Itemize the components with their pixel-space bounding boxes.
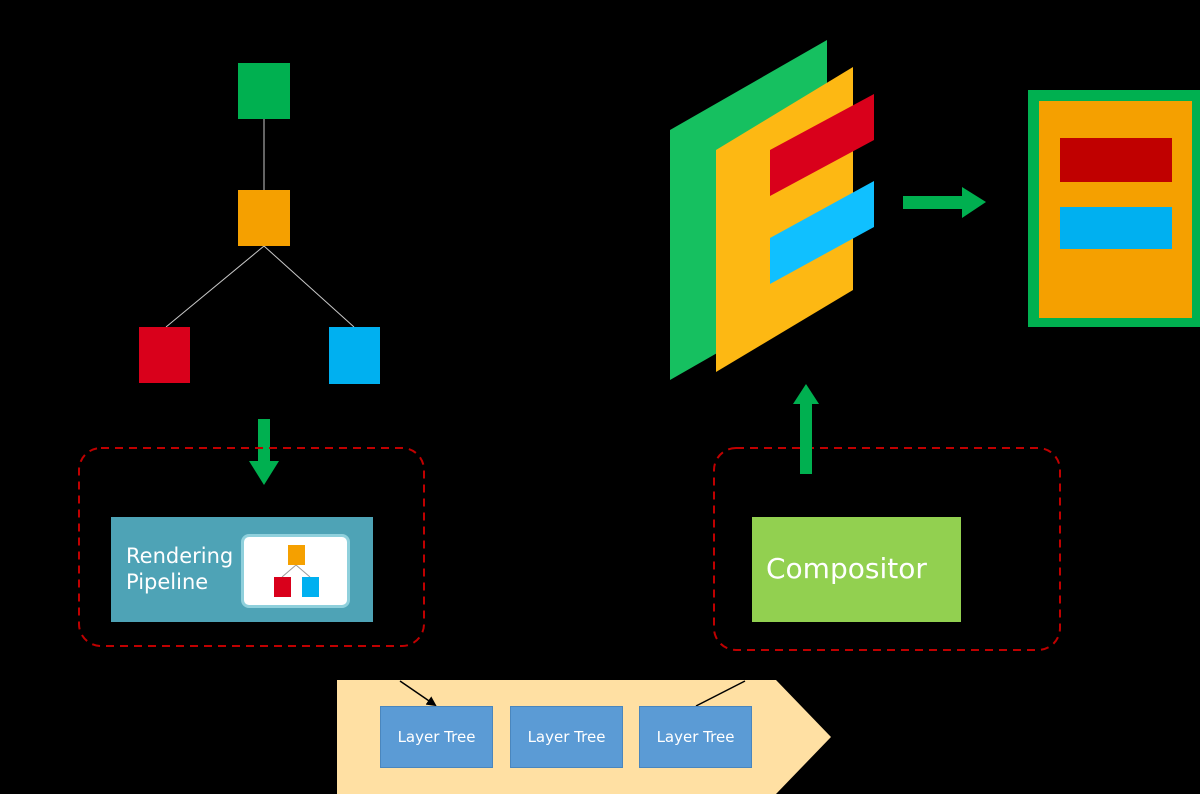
queue-entry-arrow xyxy=(399,680,437,707)
tree-node-right xyxy=(329,327,380,384)
tree-node-root xyxy=(238,63,290,119)
compositor-thread-frame xyxy=(713,447,1061,651)
tree-edge-right xyxy=(263,245,355,328)
compositor-box xyxy=(752,517,961,622)
final-frame-blue-bar xyxy=(1060,207,1172,249)
composited-layers-graphic xyxy=(670,40,874,380)
layer-tree-box-3: Layer Tree xyxy=(639,706,752,768)
tree-edge-left xyxy=(165,245,265,328)
layer-tree-diagram xyxy=(139,63,380,384)
layer-blue xyxy=(770,181,874,284)
layer-tree-box-2: Layer Tree xyxy=(510,706,623,768)
rendering-pipeline-label: Rendering Pipeline xyxy=(126,544,234,594)
queue-exit-line xyxy=(695,680,746,707)
compositor-label: Compositor xyxy=(766,552,927,585)
main-thread-frame xyxy=(78,447,425,647)
final-frame-red-bar xyxy=(1060,138,1172,182)
tree-node-middle xyxy=(238,190,290,246)
layer-tree-box-1: Layer Tree xyxy=(380,706,493,768)
tree-node-left xyxy=(139,327,190,383)
layer-red xyxy=(770,94,874,196)
final-frame xyxy=(1028,90,1200,327)
mini-tree-icon xyxy=(241,534,350,608)
green-up-arrow-icon xyxy=(793,384,819,474)
green-down-arrow-icon xyxy=(249,419,279,485)
green-right-arrow-icon xyxy=(903,187,986,218)
